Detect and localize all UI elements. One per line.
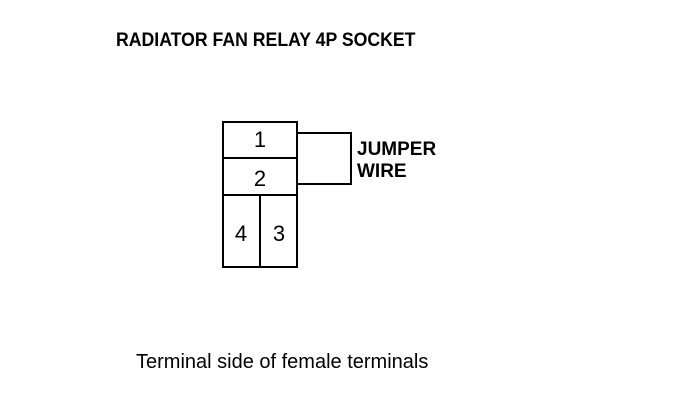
diagram-caption: Terminal side of female terminals	[136, 351, 429, 373]
diagram-title: RADIATOR FAN RELAY 4P SOCKET	[116, 30, 416, 51]
jumper-wire	[297, 132, 352, 185]
terminal-3-label: 3	[272, 221, 286, 246]
jumper-label-line2: WIRE	[357, 161, 407, 182]
terminal-2-label: 2	[253, 166, 267, 191]
terminal-4-label: 4	[234, 221, 248, 246]
jumper-wire-label: JUMPER WIRE	[357, 139, 436, 183]
terminal-1-label: 1	[253, 127, 267, 152]
jumper-label-line1: JUMPER	[357, 139, 437, 160]
